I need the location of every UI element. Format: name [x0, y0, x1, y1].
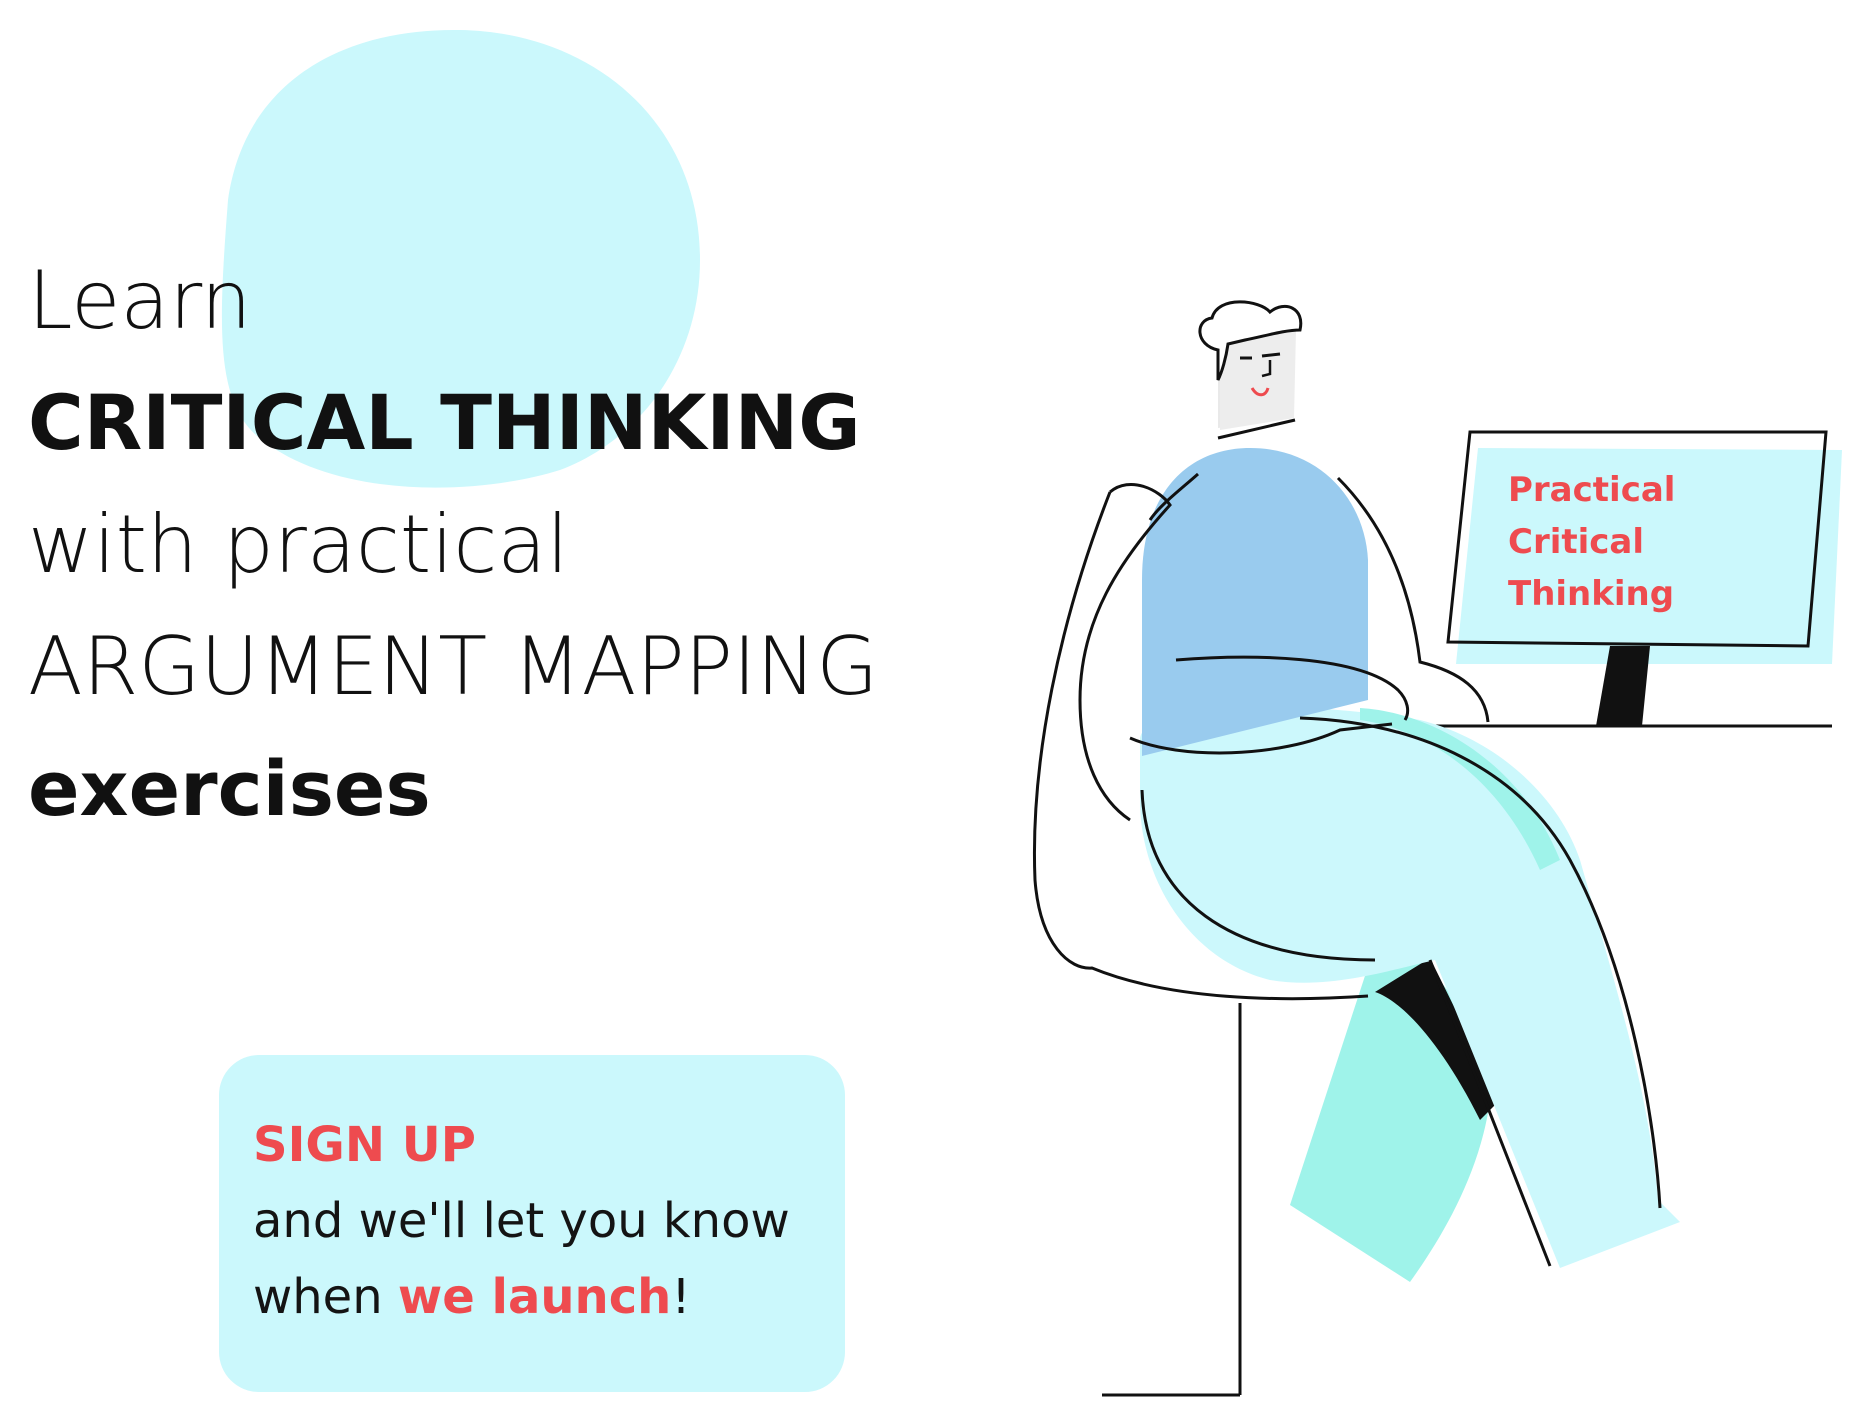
smile: [1250, 387, 1270, 397]
monitor-screen-text: Practical Critical Thinking: [1508, 464, 1708, 620]
signup-we-launch: we launch: [397, 1269, 672, 1325]
seat-shadow: [1375, 958, 1500, 1120]
hair: [1198, 300, 1303, 381]
screen-line-practical: Practical: [1508, 470, 1676, 510]
headline-exercises: exercises: [28, 744, 431, 833]
monitor-screen-fill: [1456, 448, 1842, 664]
face-shape: [1220, 330, 1296, 430]
back-arm: [1336, 476, 1490, 723]
chair-back: [1078, 482, 1172, 822]
chair-seat: [1033, 491, 1369, 1001]
eye-right: [1261, 352, 1281, 358]
signup-when: when: [253, 1269, 398, 1325]
collar-line: [1217, 418, 1296, 440]
leg-outline-lower: [1140, 789, 1376, 962]
headline-learn: Learn: [28, 254, 252, 347]
torso: [1142, 448, 1368, 756]
shoulder-line: [1148, 472, 1199, 521]
signup-card[interactable]: SIGN UP and we'll let you know when we l…: [219, 1055, 845, 1392]
signup-exclaim: !: [671, 1269, 691, 1325]
screen-line-thinking: Thinking: [1508, 574, 1675, 614]
signup-text-line: and we'll let you know: [253, 1193, 790, 1249]
headline-with-practical: with practical: [28, 498, 569, 591]
leg-outline-upper: [1299, 716, 1662, 1209]
headline-argument-mapping: ARGUMENT MAPPING: [28, 620, 879, 713]
nose: [1261, 360, 1272, 378]
signup-link[interactable]: SIGN UP: [253, 1117, 476, 1173]
arm-lower: [1129, 722, 1393, 755]
monitor-frame: [1446, 430, 1828, 648]
screen-line-critical: Critical: [1508, 522, 1645, 562]
knee-accent: [1360, 708, 1560, 870]
monitor-stand: [1596, 646, 1650, 726]
headline-critical-thinking: CRITICAL THINKING: [28, 378, 861, 467]
hero-headline: Learn CRITICAL THINKING with practical A…: [28, 240, 988, 850]
arm-line: [1175, 655, 1410, 721]
signup-text-launch: when we launch!: [253, 1259, 845, 1335]
shin-line: [1428, 959, 1552, 1267]
